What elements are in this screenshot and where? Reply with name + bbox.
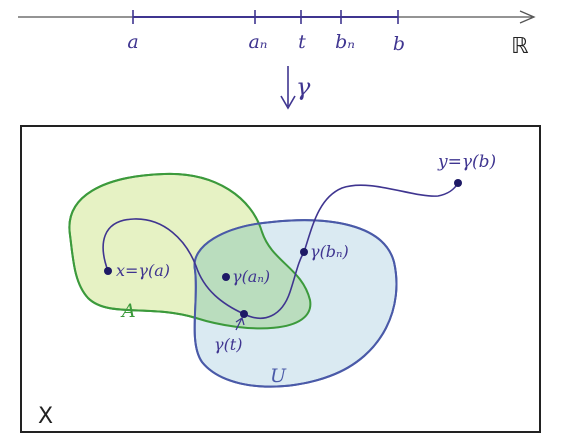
label-point-gamma-t: γ(t)	[214, 335, 242, 354]
point-gamma-t	[240, 310, 248, 318]
space-x-frame	[20, 125, 541, 433]
map-label-gamma: γ	[296, 73, 311, 101]
path-gamma-curve	[102, 182, 459, 319]
label-a: a	[127, 31, 138, 53]
overlap-region	[194, 220, 311, 329]
label-reals: ℝ	[511, 34, 528, 59]
label-t: t	[298, 31, 306, 53]
real-number-line: a aₙ t bₙ b ℝ	[18, 10, 536, 59]
space-x-label: X	[38, 404, 53, 429]
label-b: b	[393, 33, 405, 55]
point-gamma-an	[222, 273, 230, 281]
gamma-map-arrow: γ	[280, 66, 311, 110]
set-a-boundary	[68, 172, 312, 330]
label-point-y: y=γ(b)	[437, 152, 496, 172]
set-a-label: A	[120, 300, 136, 322]
set-u-boundary	[193, 219, 398, 388]
gamma-t-pointer-arrow	[235, 316, 245, 331]
set-u-label: U	[270, 365, 287, 387]
point-y	[454, 179, 462, 187]
label-bn: bₙ	[335, 31, 355, 53]
label-an: aₙ	[248, 31, 267, 53]
number-line-arrowhead	[519, 10, 536, 24]
label-point-x: x=γ(a)	[116, 261, 170, 280]
label-point-gamma-an: γ(aₙ)	[232, 267, 270, 286]
label-point-gamma-bn: γ(bₙ)	[310, 242, 349, 261]
point-x	[104, 267, 112, 275]
map-arrowhead	[280, 95, 296, 110]
point-gamma-bn	[300, 248, 308, 256]
